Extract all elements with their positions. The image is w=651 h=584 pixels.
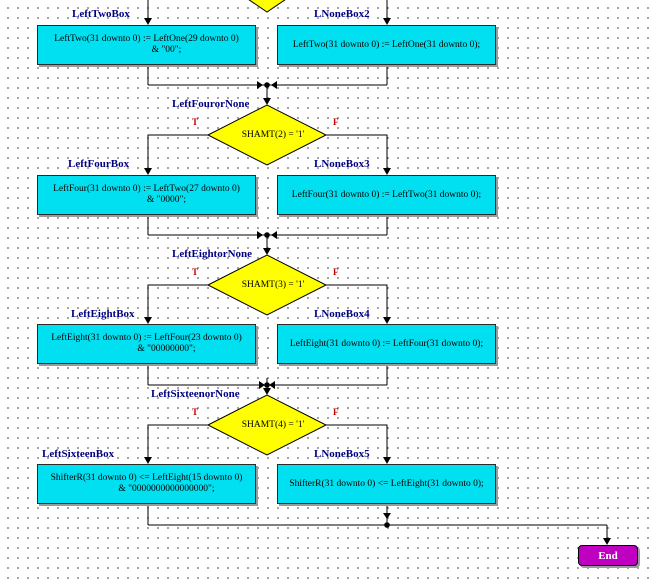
action-box-lnone5[interactable]: ShifterR(31 downto 0) <= LeftEight(31 do… [277, 464, 496, 504]
box-label-right: LNoneBox2 [314, 8, 370, 20]
decision-diamond-top[interactable] [208, 0, 326, 13]
decision-diamond-shamt2[interactable] [206, 104, 328, 166]
box-code: LeftTwo(31 downto 0) := LeftOne(31 downt… [292, 39, 481, 50]
decision-label: LeftFourorNone [172, 98, 250, 110]
box-code-continuation: & "00000000"; [137, 344, 196, 354]
action-box-lnone4[interactable]: LeftEight(31 downto 0) := LeftFour(31 do… [277, 324, 496, 364]
box-label-left: LeftSixteenBox [42, 448, 115, 460]
box-code-continuation: & "0000"; [146, 195, 187, 205]
true-branch-label: T [192, 267, 199, 277]
box-code-continuation: & "00"; [151, 45, 182, 55]
false-branch-label: F [333, 267, 339, 277]
decision-condition: SHAMT(2) = '1' [241, 130, 305, 140]
box-label-left: LeftEightBox [71, 308, 135, 320]
box-code: LeftTwo(31 downto 0) := LeftOne(29 downt… [54, 34, 239, 44]
end-node[interactable]: End [578, 545, 638, 566]
box-code: ShifterR(31 downto 0) <= LeftEight(31 do… [289, 478, 484, 489]
merge-dot [384, 522, 390, 528]
box-label-right: LNoneBox3 [314, 158, 370, 170]
box-code: LeftEight(31 downto 0) := LeftFour(23 do… [51, 333, 242, 343]
action-box-lnone2[interactable]: LeftTwo(31 downto 0) := LeftOne(31 downt… [277, 25, 496, 65]
action-box-leftfour[interactable]: LeftFour(31 downto 0) := LeftTwo(27 down… [37, 175, 256, 215]
true-branch-label: T [192, 117, 199, 127]
action-box-lnone3[interactable]: LeftFour(31 downto 0) := LeftTwo(31 down… [277, 175, 496, 215]
box-label-right: LNoneBox4 [314, 308, 370, 320]
false-branch-label: F [333, 407, 339, 417]
false-branch-label: F [333, 117, 339, 127]
action-box-leftsixteen[interactable]: ShifterR(31 downto 0) <= LeftEight(15 do… [37, 464, 256, 504]
box-code: LeftEight(31 downto 0) := LeftFour(31 do… [289, 338, 484, 349]
box-label-left: LeftTwoBox [72, 8, 130, 20]
box-code: LeftFour(31 downto 0) := LeftTwo(27 down… [53, 184, 240, 194]
box-label-left: LeftFourBox [68, 158, 130, 170]
decision-diamond-shamt4[interactable] [206, 394, 328, 456]
action-box-lefttwo[interactable]: LeftTwo(31 downto 0) := LeftOne(29 downt… [37, 25, 256, 65]
decision-label: LeftSixteenorNone [151, 388, 240, 400]
decision-diamond-shamt3[interactable] [206, 254, 328, 316]
box-label-right: LNoneBox5 [314, 448, 370, 460]
merge-dot [264, 232, 270, 238]
box-code: ShifterR(31 downto 0) <= LeftEight(15 do… [50, 473, 243, 483]
decision-condition: SHAMT(3) = '1' [241, 280, 305, 290]
decision-label: LeftEightorNone [172, 248, 253, 260]
action-box-lefteight[interactable]: LeftEight(31 downto 0) := LeftFour(23 do… [37, 324, 256, 364]
box-code: LeftFour(31 downto 0) := LeftTwo(31 down… [291, 189, 482, 200]
true-branch-label: T [192, 407, 199, 417]
box-code-continuation: & "0000000000000000"; [118, 484, 215, 494]
decision-condition: SHAMT(4) = '1' [241, 420, 305, 430]
merge-dot [264, 82, 270, 88]
merge-dot [264, 382, 270, 388]
